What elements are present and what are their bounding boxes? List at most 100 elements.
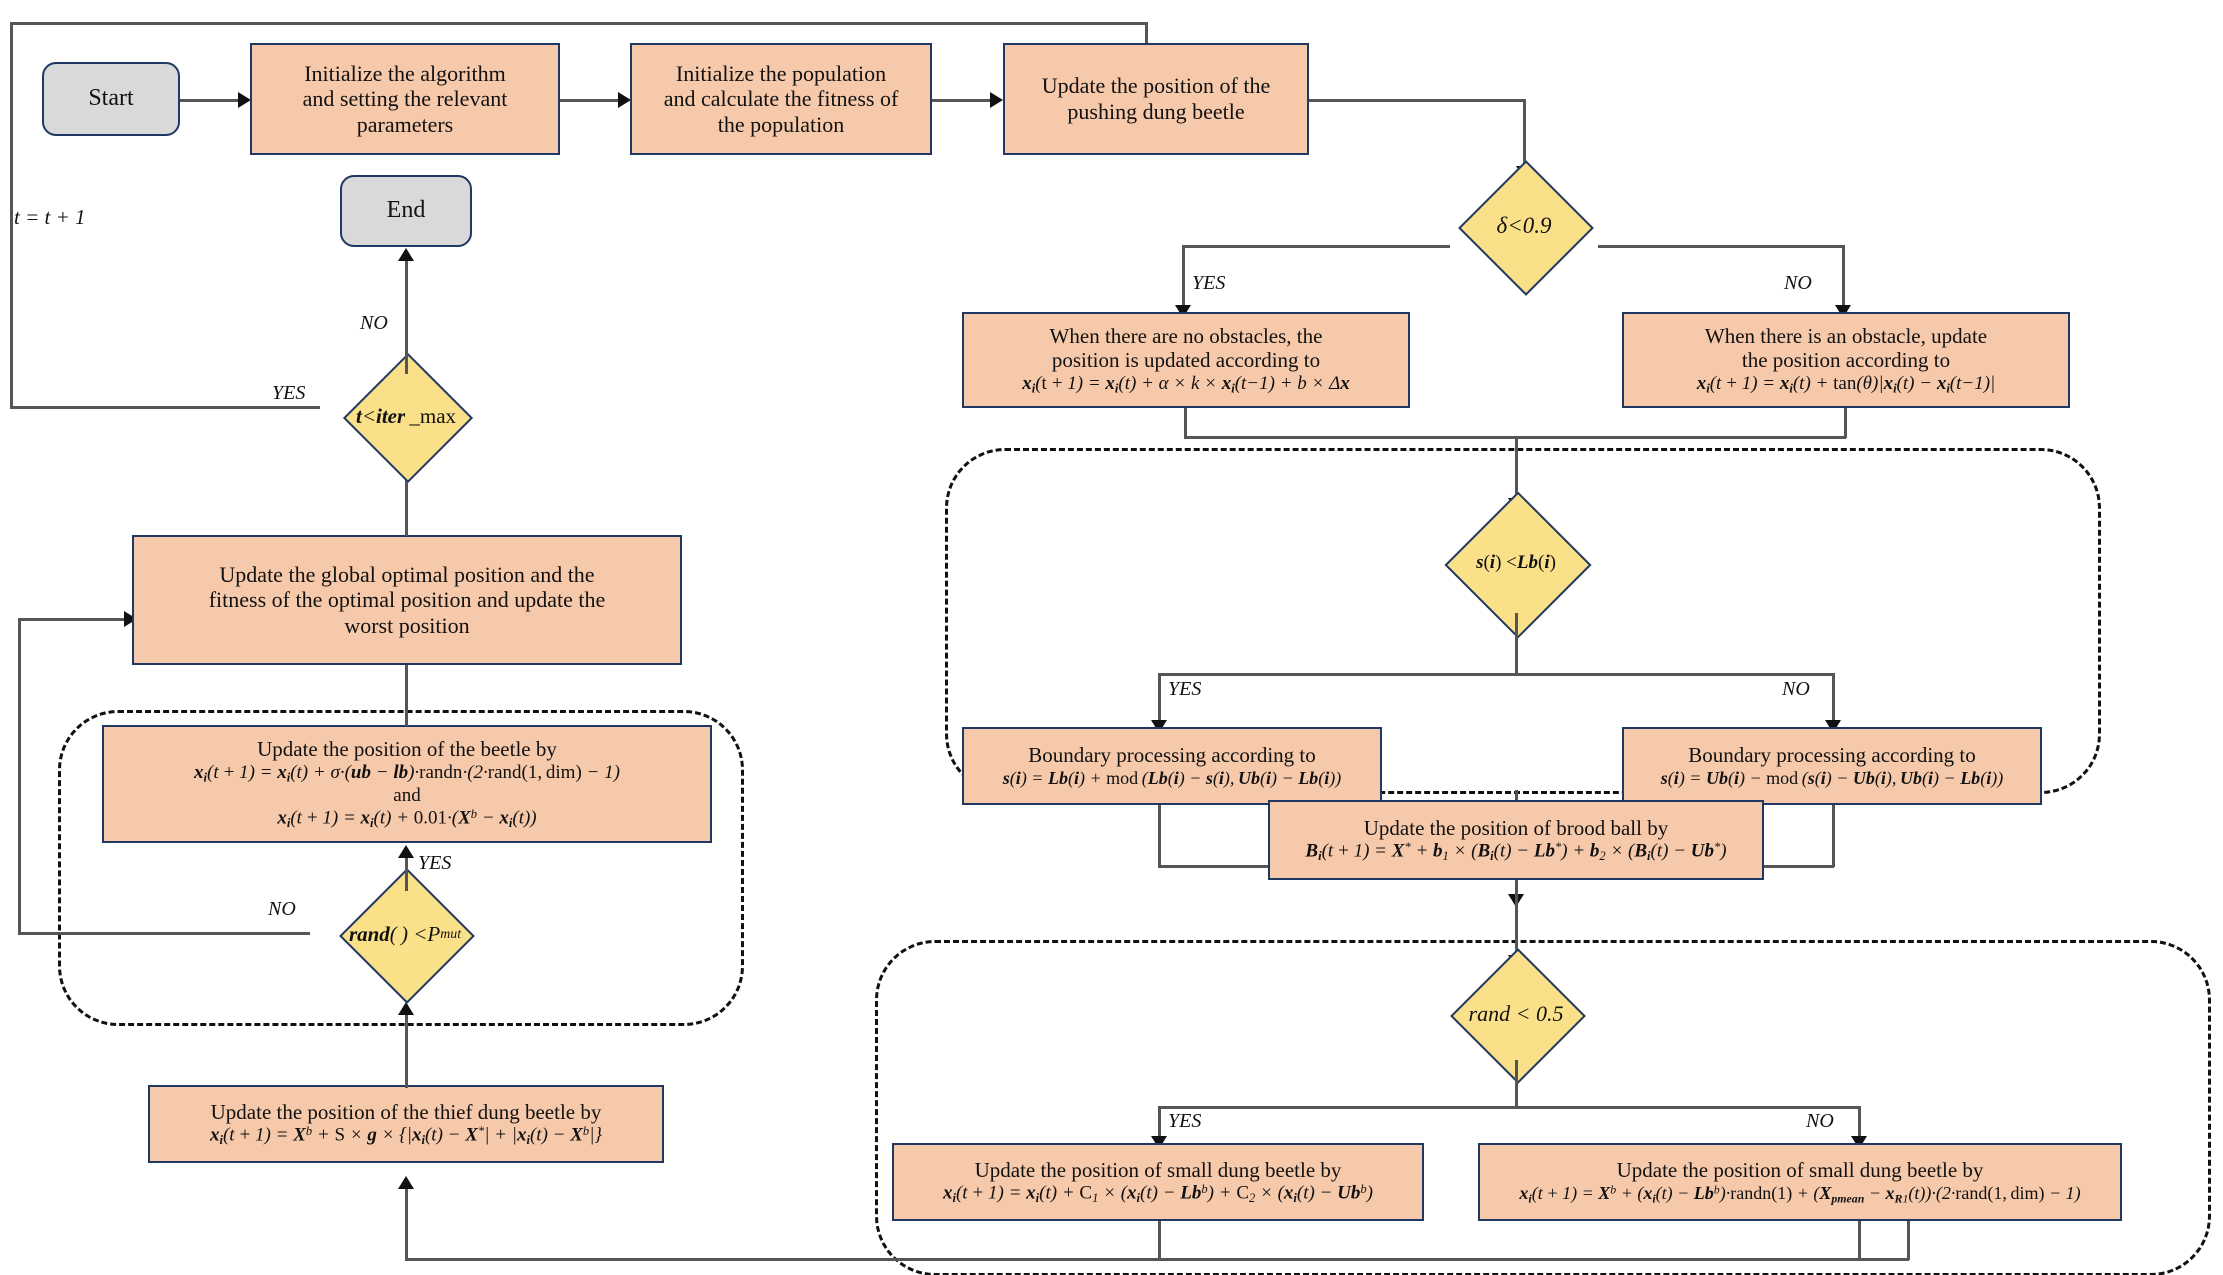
edge-pmut-no-h (18, 932, 310, 935)
node-global-optimal[interactable]: Update the global optimal position and t… (132, 535, 682, 665)
arrowhead-beetle-mutation (398, 845, 414, 858)
node-start-label: Start (88, 85, 134, 112)
dashed-group-small-beetle (875, 940, 2211, 1275)
node-no-obstacle-formula: xi(t + 1) = xi(t) + α × k × xi(t−1) + b … (1022, 372, 1350, 396)
edge-delta-yes-v (1182, 245, 1185, 310)
node-init-algorithm-line1: Initialize the algorithm (304, 60, 506, 86)
edge-no-obstacle-down (1184, 408, 1187, 438)
node-beetle-mutation-and: and (393, 784, 421, 806)
edge-pushing-to-delta (1309, 99, 1525, 102)
node-beetle-mutation-line1: Update the position of the beetle by (257, 737, 557, 762)
decision-delta-label: δ<0.9 (1496, 213, 1552, 238)
node-thief-beetle[interactable]: Update the position of the thief dung be… (148, 1085, 664, 1163)
node-init-algorithm-line2: and setting the relevant (302, 86, 508, 112)
edge-slb-yes-v (1158, 673, 1161, 725)
decision-rand-half-label: rand < 0.5 (1468, 1001, 1564, 1026)
node-no-obstacle[interactable]: When there are no obstacles, the positio… (962, 312, 1410, 408)
node-obstacle[interactable]: When there is an obstacle, update the po… (1622, 312, 2070, 408)
node-global-optimal-line2: fitness of the optimal position and upda… (208, 587, 606, 613)
edge-rand-half-yes-v (1158, 1106, 1161, 1142)
dashed-group-mutation (58, 710, 744, 1026)
arrowhead-mutation-group (398, 1002, 414, 1015)
node-end[interactable]: End (340, 175, 472, 247)
arrowhead-init-population (618, 92, 631, 108)
edge-itermax-no-v (405, 258, 408, 374)
node-init-algorithm-line3: parameters (356, 111, 454, 137)
arrowhead-end (398, 248, 414, 261)
node-no-obstacle-line2: position is updated according to (1051, 348, 1321, 373)
edge-label-delta-no: NO (1784, 272, 1812, 294)
node-init-population[interactable]: Initialize the population and calculate … (630, 43, 932, 155)
edge-small-beetle-yes-down (1158, 1221, 1161, 1259)
node-small-beetle-yes[interactable]: Update the position of small dung beetle… (892, 1143, 1424, 1221)
node-init-algorithm[interactable]: Initialize the algorithm and setting the… (250, 43, 560, 155)
node-beetle-mutation[interactable]: Update the position of the beetle by xi(… (102, 725, 712, 843)
node-small-beetle-no[interactable]: Update the position of small dung beetle… (1478, 1143, 2122, 1221)
edge-slb-split (1158, 673, 1834, 676)
arrowhead-init-algorithm (238, 92, 251, 108)
dashed-group-boundary-processing (945, 448, 2101, 794)
arrowhead-update-pushing (990, 92, 1003, 108)
node-brood-ball[interactable]: Update the position of brood ball by Bi(… (1268, 800, 1764, 880)
edge-boundary-upper-down (1832, 805, 1835, 867)
edge-label-slb-yes: YES (1168, 678, 1202, 700)
node-no-obstacle-line1: When there are no obstacles, the (1049, 324, 1323, 349)
node-thief-beetle-line1: Update the position of the thief dung be… (210, 1099, 602, 1124)
edge-rand-half-split (1158, 1106, 1860, 1109)
edge-pushing-to-delta-down (1523, 99, 1526, 171)
node-beetle-mutation-formula1: xi(t + 1) = xi(t) + σ·(ub − lb)·randn·(2… (194, 761, 620, 785)
edge-t-increment-top (10, 22, 1147, 25)
node-global-optimal-line3: worst position (344, 612, 470, 638)
edge-global-to-itermax (405, 460, 408, 536)
edge-init-algorithm-to-init-population (560, 99, 622, 102)
edge-loop-left-up (405, 1186, 408, 1260)
node-update-pushing-line1: Update the position of the (1041, 73, 1271, 99)
edge-boundary-lower-down (1158, 805, 1161, 867)
node-init-population-line1: Initialize the population (675, 60, 887, 86)
decision-iter-max[interactable]: t < iter _max (318, 352, 494, 484)
edge-label-pmut-yes: YES (418, 852, 452, 874)
edge-mutation-to-global (405, 660, 408, 726)
edge-start-to-init-algorithm (180, 99, 242, 102)
node-thief-beetle-formula: xi(t + 1) = Xb + S × g × {|xi(t) − X*| +… (209, 1124, 603, 1148)
edge-rand-half-down (1515, 1060, 1518, 1108)
edge-t-increment-down-to-pushing (1145, 22, 1148, 50)
node-update-pushing[interactable]: Update the position of the pushing dung … (1003, 43, 1309, 155)
decision-s-lt-lb[interactable]: s(i) < Lb(i) (1440, 491, 1592, 639)
node-boundary-lower-line1: Boundary processing according to (1028, 743, 1316, 768)
edge-pmut-yes-v (405, 855, 408, 891)
node-small-beetle-no-formula: xi(t + 1) = Xb + (xi(t) − Lbb)·randn(1) … (1519, 1182, 2081, 1205)
edge-itermax-yes-h (10, 406, 320, 409)
node-obstacle-formula: xi(t + 1) = xi(t) + tan(θ)|xi(t) − xi(t−… (1696, 372, 1996, 396)
node-small-beetle-yes-formula: xi(t + 1) = xi(t) + C1 × (xi(t) − Lbb) +… (943, 1182, 1373, 1206)
edge-loop-bottom (405, 1258, 1909, 1261)
node-brood-ball-line1: Update the position of brood ball by (1363, 815, 1669, 840)
edge-delta-no-h (1598, 245, 1844, 248)
arrowhead-loop-to-thief (398, 1176, 414, 1189)
node-beetle-mutation-formula2: xi(t + 1) = xi(t) + 0.01·(Xb − xi(t)) (277, 806, 537, 831)
edge-t-increment-vertical (10, 22, 13, 406)
edge-brood-to-rand (1515, 880, 1518, 962)
edge-label-rand-half-no: NO (1806, 1110, 1834, 1132)
node-start[interactable]: Start (42, 62, 180, 136)
edge-slb-down (1515, 613, 1518, 675)
node-init-population-line2: and calculate the fitness of (663, 86, 899, 112)
node-boundary-upper[interactable]: Boundary processing according to s(i) = … (1622, 727, 2042, 805)
node-boundary-lower[interactable]: Boundary processing according to s(i) = … (962, 727, 1382, 805)
decision-iter-max-label: t < iter _max (355, 403, 457, 428)
node-small-beetle-yes-line1: Update the position of small dung beetle… (974, 1157, 1342, 1182)
edge-label-pmut-no: NO (268, 898, 296, 920)
node-brood-ball-formula: Bi(t + 1) = X* + b1 × (Bi(t) − Lb*) + b2… (1305, 840, 1727, 864)
node-boundary-lower-formula: s(i) = Lb(i) + mod (Lb(i) − s(i), Ub(i) … (1002, 767, 1342, 788)
decision-delta[interactable]: δ<0.9 (1448, 160, 1600, 296)
node-obstacle-line2: the position according to (1741, 348, 1951, 373)
node-boundary-upper-formula: s(i) = Ub(i) − mod (s(i) − Ub(i), Ub(i) … (1660, 767, 2004, 788)
edge-delta-no-v (1842, 245, 1845, 310)
decision-rand-half[interactable]: rand < 0.5 (1440, 948, 1592, 1084)
edge-label-itermax-yes: YES (272, 382, 306, 404)
node-global-optimal-line1: Update the global optimal position and t… (219, 561, 595, 587)
edge-label-itermax-no: NO (360, 312, 388, 334)
